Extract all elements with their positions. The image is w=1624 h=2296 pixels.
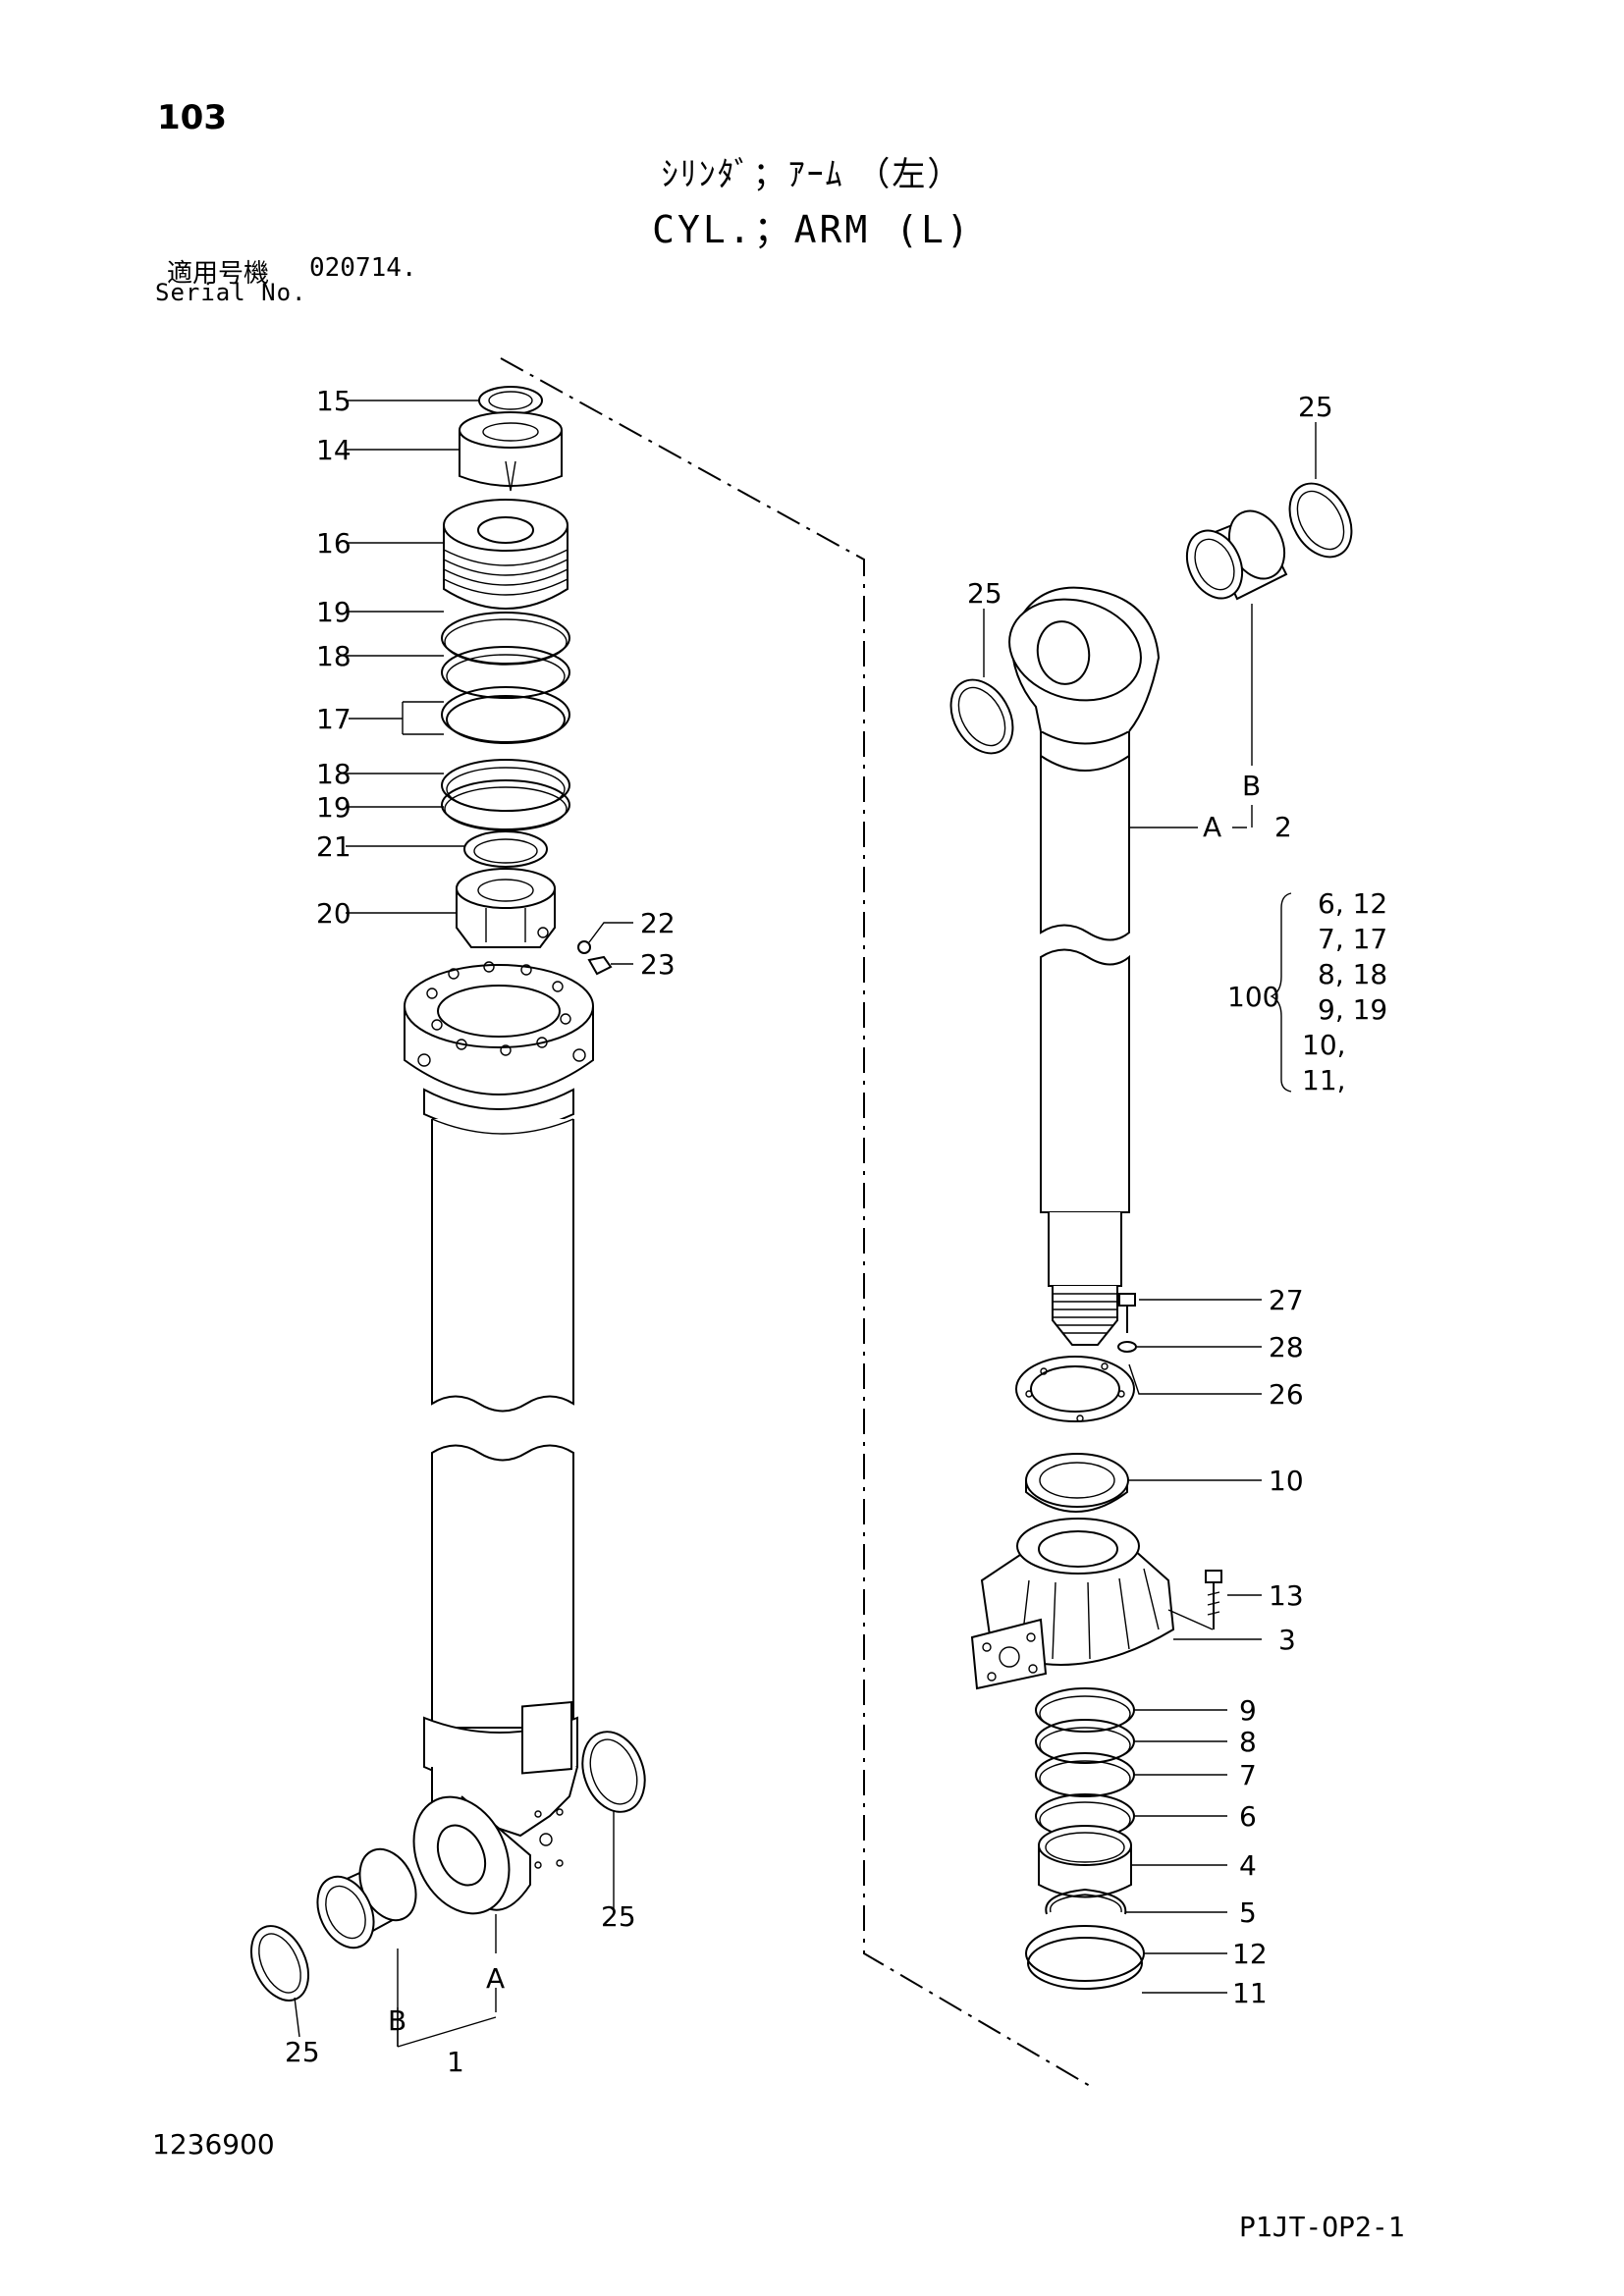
title-english: CYL.；ARM (L)	[652, 208, 972, 251]
part-22-ball	[577, 940, 591, 954]
page-number: 103	[157, 98, 227, 137]
part-25-ring-rod-left	[949, 678, 1014, 755]
callout-25-rod-left: 25	[967, 577, 1002, 610]
part-26-plate	[1015, 1356, 1135, 1422]
callout-8: 8	[1239, 1726, 1257, 1758]
callout-1: 1	[447, 2046, 464, 2078]
callout-26: 26	[1269, 1378, 1304, 1411]
callout-22: 22	[640, 907, 676, 939]
part-8-ring	[1035, 1719, 1135, 1764]
callout-14: 14	[316, 434, 352, 466]
kit-item: 8, 18	[1318, 958, 1387, 990]
callout-17: 17	[316, 703, 352, 735]
callout-7: 7	[1239, 1759, 1257, 1791]
callout-12: 12	[1232, 1938, 1268, 1970]
callout-15: 15	[316, 385, 352, 417]
kit-item: 10,	[1302, 1029, 1346, 1061]
callout-25-lower-left: 25	[285, 2036, 320, 2068]
callout-21: 21	[316, 830, 352, 863]
kit-item: 6, 12	[1318, 887, 1387, 920]
drawing-number: 1236900	[152, 2128, 275, 2161]
part-2-rod-eye	[1008, 586, 1161, 941]
callout-18-upper: 18	[316, 640, 352, 672]
callout-A-left: A	[486, 1962, 505, 1995]
callout-2: 2	[1274, 811, 1292, 843]
title-japanese: ｼﾘﾝﾀﾞ；ｱｰﾑ （左）	[661, 155, 963, 194]
kit-item: 9, 19	[1318, 993, 1387, 1026]
part-1-bushing	[316, 1847, 417, 1949]
part-3-cylinder-head	[970, 1518, 1175, 1690]
left-leader-lines	[294, 400, 633, 2048]
kit-item: 11,	[1302, 1064, 1346, 1096]
callout-11: 11	[1232, 1977, 1268, 2009]
callout-5: 5	[1239, 1896, 1257, 1929]
sheet-code: P1JT-OP2-1	[1239, 2211, 1405, 2243]
part-5-snap-ring	[1045, 1888, 1127, 1915]
part-10-ring	[1025, 1453, 1129, 1513]
part-18-ring-upper	[441, 646, 570, 699]
serial-label-japanese: 適用号機	[167, 259, 270, 289]
part-11-ring	[1027, 1937, 1143, 1990]
callout-18-lower: 18	[316, 758, 352, 790]
part-16-piston	[443, 499, 568, 610]
part-17-seal	[441, 686, 570, 744]
callout-B-right: B	[1242, 770, 1261, 802]
part-2-bushing	[1185, 509, 1288, 601]
part-4-bushing	[1038, 1825, 1132, 1898]
callout-23: 23	[640, 948, 676, 981]
callout-B-left: B	[388, 2004, 406, 2037]
piston-rod-lower	[1040, 948, 1130, 1346]
callout-9: 9	[1239, 1694, 1257, 1727]
callout-28: 28	[1269, 1331, 1304, 1363]
serial-value: 020714.	[309, 253, 417, 283]
callout-25-top-right: 25	[1298, 391, 1333, 423]
right-leader-lines	[983, 422, 1317, 1994]
part-21-ring	[463, 830, 548, 868]
callout-27: 27	[1269, 1284, 1304, 1316]
serial-label-english: Serial No.	[155, 279, 307, 306]
part-12-ring	[1025, 1925, 1145, 1982]
part-25-ring-lower-right	[581, 1731, 646, 1813]
callout-20: 20	[316, 897, 352, 930]
callout-25-lower-right: 25	[601, 1900, 636, 1933]
callout-19-upper: 19	[316, 596, 352, 628]
kit-item: 7, 17	[1318, 923, 1387, 955]
part-25-ring-top-right	[1288, 482, 1353, 559]
separator-outline	[500, 357, 1091, 2087]
callout-13: 13	[1269, 1579, 1304, 1612]
callout-labels: 15 14 16 19 18 17 18 19 21 20 22 23 25 2…	[285, 385, 1333, 2078]
callout-A-right: A	[1203, 811, 1221, 843]
cylinder-head-flange	[404, 961, 594, 1133]
kit-100-list: 100 6, 12 7, 17 8, 18 9, 19 10, 11,	[1227, 887, 1387, 1096]
part-15-ring	[478, 386, 543, 415]
callout-10: 10	[1269, 1465, 1304, 1497]
callout-16: 16	[316, 527, 352, 560]
part-13-bolt	[1205, 1570, 1222, 1629]
part-7-ring	[1035, 1752, 1135, 1797]
kit-label: 100	[1227, 981, 1279, 1013]
callout-4: 4	[1239, 1849, 1257, 1882]
part-27-bolt	[1118, 1293, 1136, 1333]
part-19-ring-lower	[441, 779, 570, 831]
part-14-collar	[459, 411, 563, 492]
callout-19-lower: 19	[316, 791, 352, 824]
cylinder-tube-upper	[431, 1118, 574, 1413]
part-23-screw	[587, 955, 613, 976]
part-19-ring-upper	[441, 612, 570, 666]
callout-3: 3	[1278, 1624, 1296, 1656]
part-20-nut	[456, 868, 556, 948]
part-28-washer	[1117, 1341, 1137, 1353]
part-18-ring-lower	[441, 759, 570, 812]
part-25-ring-lower-left	[249, 1925, 310, 2002]
callout-6: 6	[1239, 1800, 1257, 1833]
cylinder-tube-lower	[412, 1444, 578, 1915]
